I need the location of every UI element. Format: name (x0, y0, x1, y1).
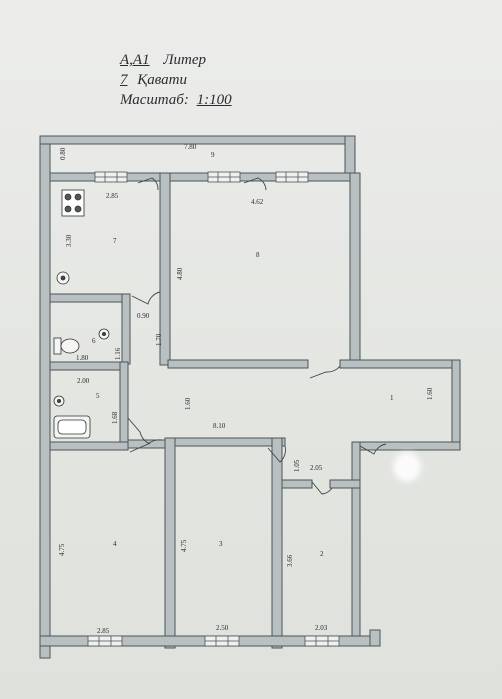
window-room4 (87, 635, 123, 647)
dim-corridor-small: 0.90 (137, 312, 150, 320)
floor-number: 7 (120, 72, 128, 88)
door-room4 (129, 439, 163, 453)
room-number-5: 5 (96, 392, 100, 400)
dim-bath-depth: 1.68 (111, 411, 119, 424)
room-number-9: 9 (211, 151, 215, 159)
dim-closet-width: 2.05 (310, 464, 323, 472)
door-balcony-kitchen (137, 177, 159, 191)
floor-line: 7 Қавати (120, 72, 187, 89)
litera-word: Литер (163, 52, 206, 68)
dim-room3-width: 2.50 (216, 624, 229, 632)
litera-code: A,A1 (120, 52, 150, 68)
kitchen-sink-icon (56, 271, 70, 285)
room-number-2: 2 (320, 550, 324, 558)
wc-sink-icon (98, 328, 110, 340)
paper-smudge (393, 452, 421, 482)
dim-wc-depth: 1.16 (114, 347, 122, 360)
window-room3 (204, 635, 240, 647)
dim-kitchen-depth: 3.30 (65, 234, 73, 247)
dim-kitchen-width: 2.85 (106, 192, 119, 200)
dim-balcony-width: 0.80 (59, 147, 67, 160)
dim-room2-width: 2.03 (315, 624, 328, 632)
toilet-icon (53, 337, 80, 355)
dim-hall-length: 8.10 (213, 422, 226, 430)
scale-value: 1:100 (196, 92, 232, 108)
door-room3 (267, 445, 286, 463)
litera-line: A,A1 Литер (120, 52, 206, 69)
window-room8-left (207, 171, 241, 183)
room-number-4: 4 (113, 540, 117, 548)
room-numbers: 1 2 3 4 5 6 7 8 9 (92, 151, 394, 558)
door-balcony-room8 (243, 177, 267, 191)
dim-balcony-length: 7.80 (184, 143, 197, 151)
door-kitchen (131, 291, 161, 305)
room-number-3: 3 (219, 540, 223, 548)
window-room8-right (275, 171, 309, 183)
dimensions: 7.80 0.80 2.85 3.30 4.62 4.80 0.90 1.70 … (58, 143, 434, 635)
dim-corridor-depth: 1.70 (155, 333, 163, 346)
bath-sink-icon (53, 395, 65, 407)
dim-closet-depth: 1.05 (293, 459, 301, 472)
floor-word: Қавати (137, 72, 187, 88)
window-room2 (304, 635, 340, 647)
dim-hall-depth-left: 1.60 (184, 397, 192, 410)
door-room2 (311, 481, 333, 495)
door-room8 (309, 365, 341, 379)
doors (127, 177, 387, 495)
walls (39, 135, 461, 659)
room-number-8: 8 (256, 251, 260, 259)
stove-icon (61, 189, 85, 217)
room-number-6: 6 (92, 337, 96, 345)
dim-room4-width: 2.85 (97, 627, 110, 635)
dim-room3-depth: 4.75 (180, 539, 188, 552)
fixtures (53, 189, 110, 439)
door-entrance (359, 443, 387, 455)
window-kitchen (94, 171, 128, 183)
dim-room2-depth: 3.66 (286, 554, 294, 567)
bathtub-icon (53, 415, 91, 439)
dim-room8-width: 4.62 (251, 198, 264, 206)
dim-bath-width: 2.00 (77, 377, 90, 385)
scale-word: Масштаб: (120, 92, 189, 108)
dim-wc-width: 1.80 (76, 354, 89, 362)
dim-room4-depth: 4.75 (58, 543, 66, 556)
scale-line: Масштаб: 1:100 (120, 92, 232, 109)
dim-hall-depth-right: 1.60 (426, 387, 434, 400)
room-number-7: 7 (113, 237, 117, 245)
room-number-1: 1 (390, 394, 394, 402)
windows (87, 171, 340, 647)
dim-room8-depth: 4.80 (176, 267, 184, 280)
